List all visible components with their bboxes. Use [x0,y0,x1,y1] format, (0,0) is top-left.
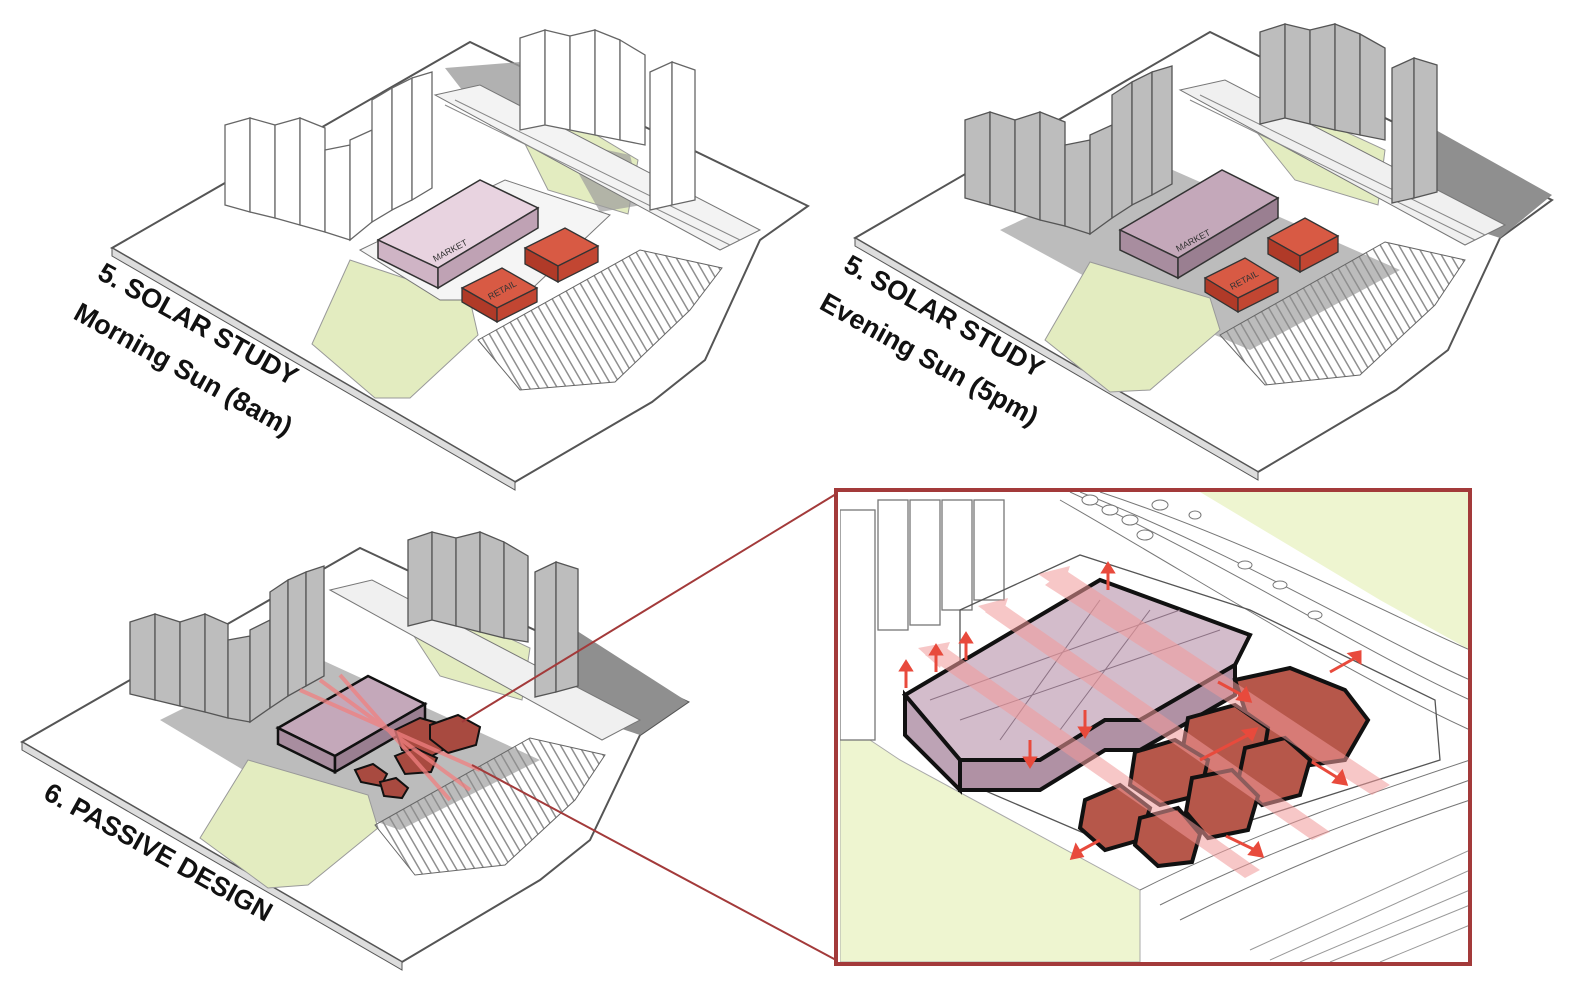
tower-block [1259,23,1438,204]
airflow-arrows [299,673,481,802]
airflow-arrows [918,566,1390,878]
retail-pebbles [353,713,482,800]
green-space [1200,492,1468,649]
zoom-detail-panel [834,488,1472,966]
retail-building [523,227,600,284]
evening-solar-panel: MARKET RETAIL 5. SOLAR STUDY Evening Sun… [815,23,1554,481]
wind-arrows [898,561,1362,860]
retail-building [1266,217,1340,274]
passive-design-panel: 6. PASSIVE DESIGN [19,531,691,971]
site-base-edge [854,237,1259,481]
parking-lot [1219,241,1466,386]
parking-lot [1249,850,1468,962]
morning-solar-panel: MARKET RETAIL 5. SOLAR STUDY Morning Sun… [69,29,810,491]
tower-block [224,71,433,242]
zoom-frame [834,488,1472,966]
tower-block [840,499,1005,741]
parking-lot [374,737,606,876]
retail-pebbles [1077,665,1371,869]
retail-building [1203,257,1280,314]
site-outline [959,554,1441,841]
market-building [1118,169,1280,280]
tower-block [519,29,696,211]
tower-block [129,565,325,724]
road-curves [1059,492,1468,921]
zoom-connector [461,493,837,723]
tower-block [407,531,579,698]
zoom-connector [471,764,837,961]
green-space [840,719,1141,962]
tree-row [1081,494,1323,620]
market-building [275,674,428,775]
tower-block [964,65,1173,236]
site-base-edge [21,741,403,971]
retail-building [460,267,539,324]
green-space [1044,261,1221,393]
site-base-edge [111,247,516,491]
market-building [376,179,540,290]
parking-lot [477,249,723,391]
road [433,84,762,251]
